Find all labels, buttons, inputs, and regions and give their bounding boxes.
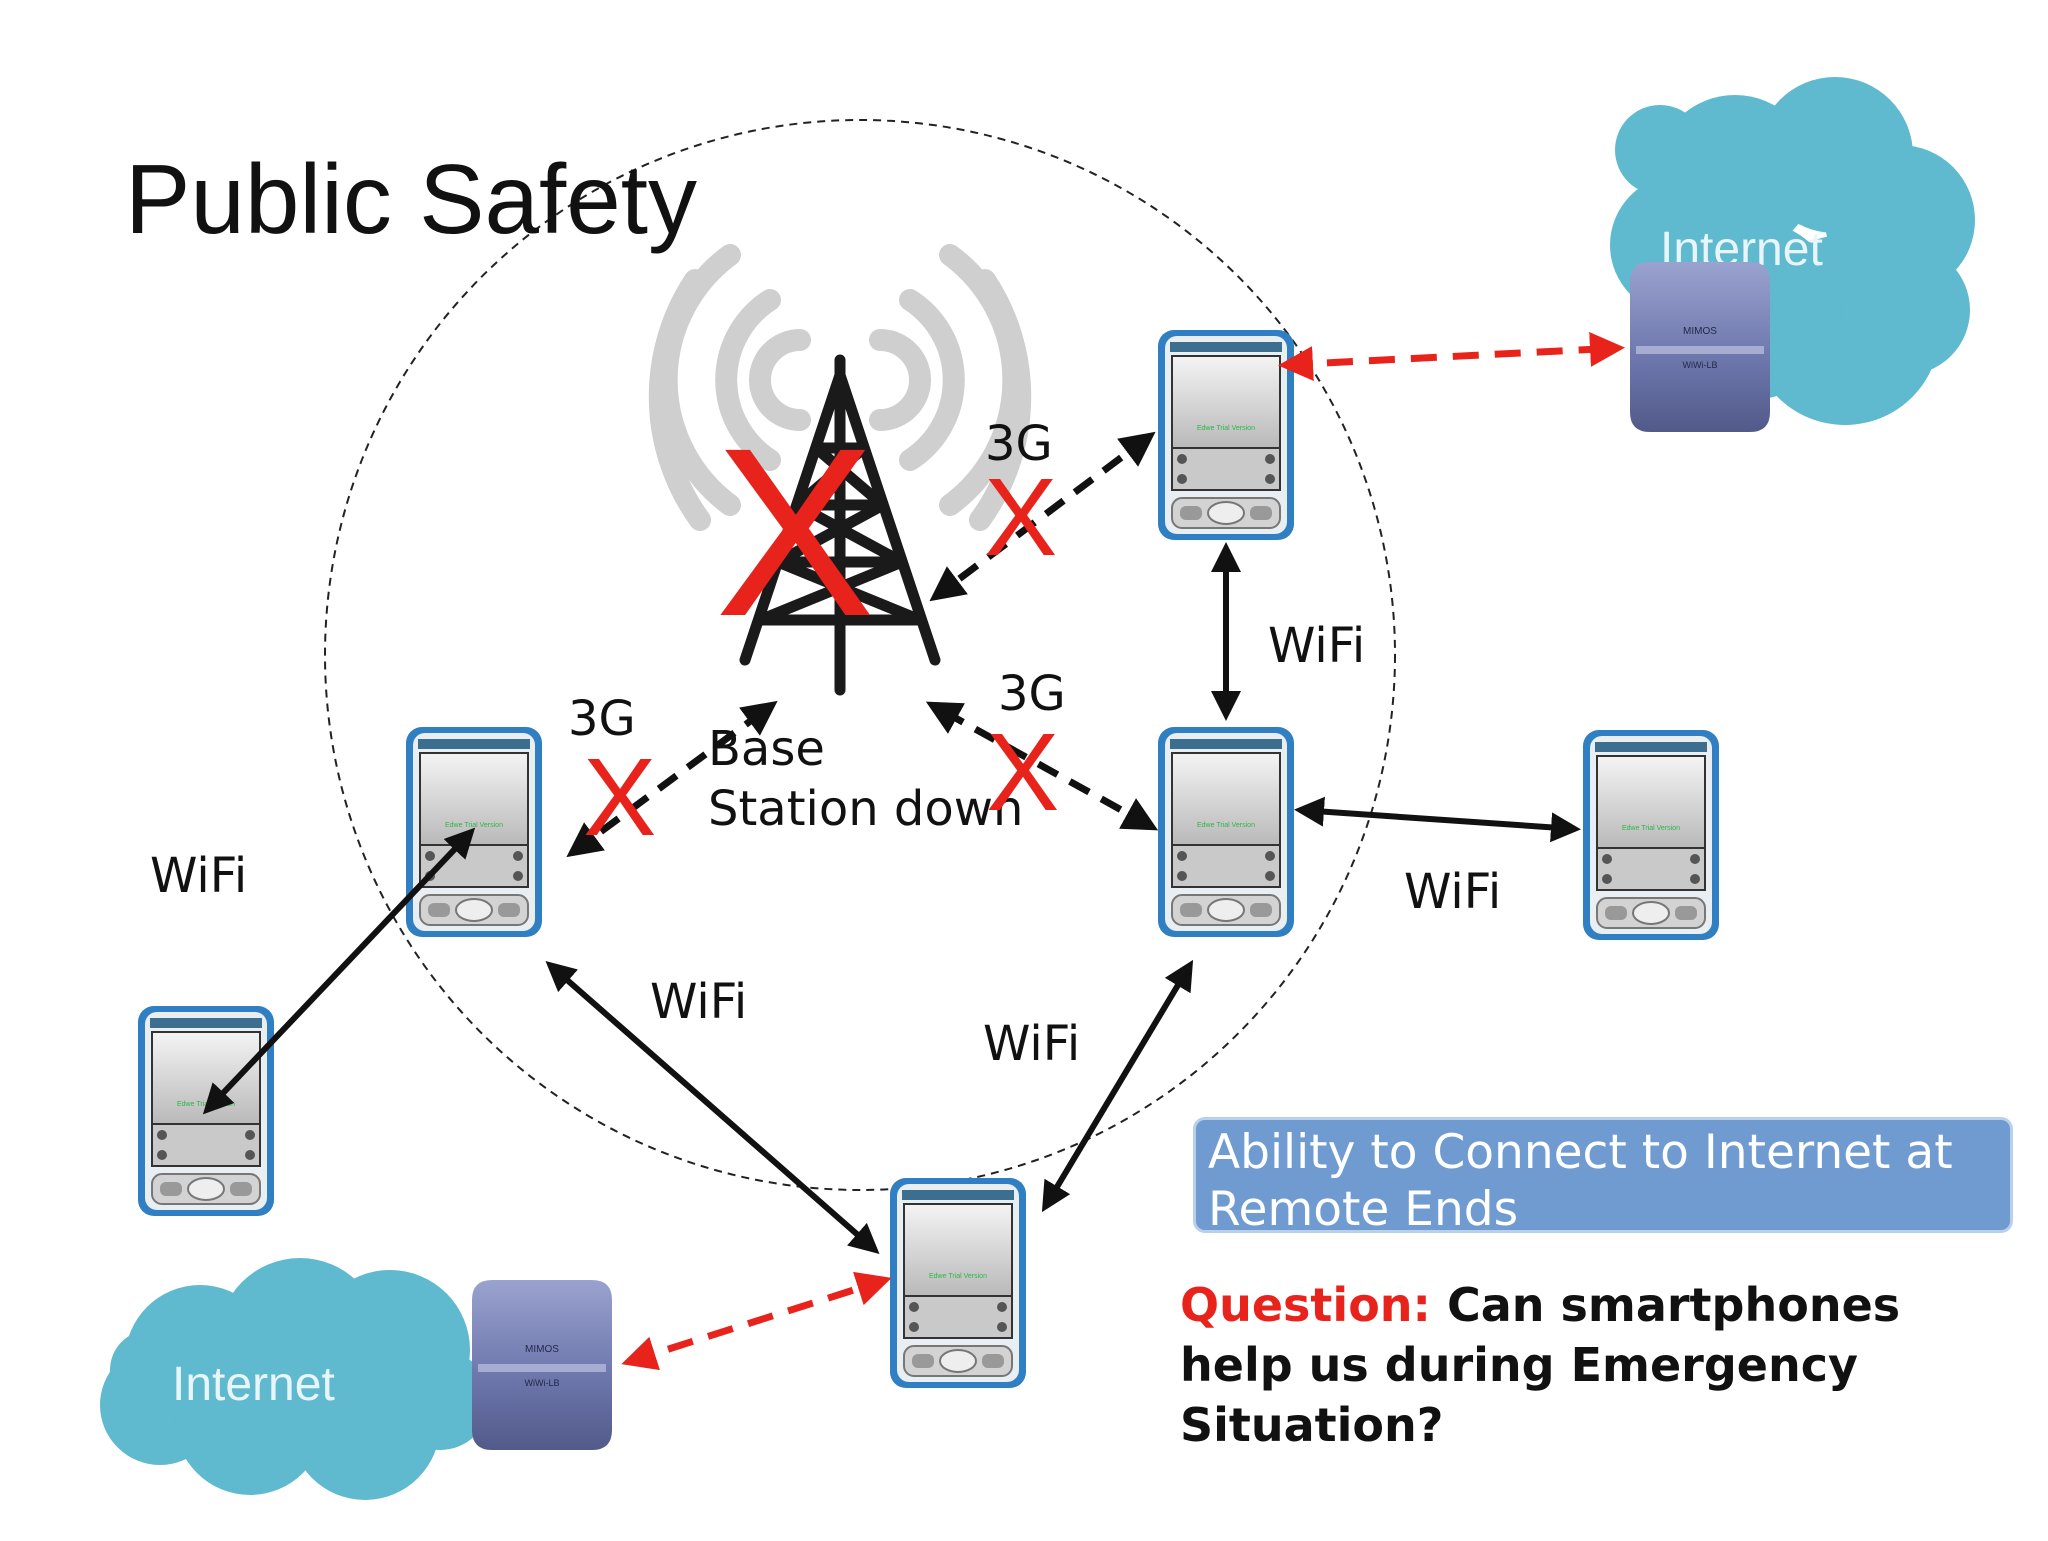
broken-mark-3g-left: X bbox=[583, 736, 656, 859]
label-wifi-left-bottom: WiFi bbox=[650, 974, 747, 1030]
slide-title: Public Safety bbox=[125, 144, 697, 254]
label-wifi-far-left: WiFi bbox=[150, 848, 247, 904]
base-station-label-line2: Station down bbox=[708, 781, 1023, 837]
link-wifi-left-to-bottom bbox=[545, 961, 880, 1254]
link-wifi-left-to-far-left bbox=[202, 827, 476, 1115]
broken-mark-3g-top: X bbox=[984, 456, 1057, 579]
router-top: MIMOS WiWi-LB bbox=[1630, 262, 1770, 432]
svg-text:WiWi-LB: WiWi-LB bbox=[525, 1378, 560, 1388]
pda-device-middle-right: Edwe Trial Version bbox=[1157, 726, 1295, 938]
link-internet-bottom bbox=[621, 1271, 892, 1371]
link-3g-left bbox=[566, 700, 778, 858]
base-station-label-line1: Base bbox=[708, 721, 825, 777]
callout-text: Ability to Connect to Internet at Remote… bbox=[1208, 1125, 1953, 1237]
pda-device-top-right: Edwe Trial Version bbox=[1157, 329, 1295, 541]
callout-box: Ability to Connect to Internet at Remote… bbox=[1193, 1117, 2013, 1237]
label-3g-top: 3G bbox=[985, 416, 1053, 472]
base-station-tower-icon bbox=[739, 354, 941, 696]
links-3g bbox=[566, 431, 1159, 858]
link-wifi-right bbox=[1294, 796, 1581, 843]
question-block: Question: Can smartphones help us during… bbox=[1180, 1275, 2020, 1455]
svg-text:Edwe Trial Version: Edwe Trial Version bbox=[929, 1273, 987, 1280]
pda-device-left: Edwe Trial Version bbox=[405, 726, 543, 938]
svg-text:Edwe Trial Version: Edwe Trial Version bbox=[1197, 425, 1255, 432]
svg-text:Edwe Trial Version: Edwe Trial Version bbox=[445, 822, 503, 829]
internet-label-bottom: Internet bbox=[172, 1358, 335, 1411]
broken-mark-3g-middle: X bbox=[986, 711, 1059, 834]
links-wifi bbox=[202, 542, 1581, 1254]
label-3g-middle: 3G bbox=[998, 666, 1066, 722]
pda-device-far-right: Edwe Trial Version bbox=[1582, 729, 1720, 941]
pda-device-bottom: Edwe Trial Version bbox=[889, 1177, 1027, 1389]
question-text: Can smartphones help us during Emergency… bbox=[1180, 1278, 1901, 1452]
links-internet bbox=[621, 331, 1625, 1371]
svg-text:Edwe Trial Version: Edwe Trial Version bbox=[1622, 825, 1680, 832]
label-wifi-bottom-middle: WiFi bbox=[983, 1016, 1080, 1072]
link-3g-middle-right bbox=[925, 701, 1159, 831]
label-3g-left: 3G bbox=[568, 691, 636, 747]
label-wifi-vertical: WiFi bbox=[1268, 618, 1365, 674]
link-internet-top bbox=[1278, 331, 1625, 382]
question-label: Question: bbox=[1180, 1278, 1431, 1332]
label-wifi-right: WiFi bbox=[1404, 864, 1501, 920]
pda-device-far-left: Edwe Trial Version bbox=[137, 1005, 275, 1217]
tower-down-mark: X bbox=[715, 398, 875, 666]
link-wifi-bottom-to-middle bbox=[1041, 959, 1194, 1213]
svg-text:MIMOS: MIMOS bbox=[1683, 326, 1717, 337]
svg-text:Edwe Trial Version: Edwe Trial Version bbox=[1197, 822, 1255, 829]
svg-text:MIMOS: MIMOS bbox=[525, 1344, 559, 1355]
router-bottom: MIMOS WiWi-LB bbox=[472, 1280, 612, 1450]
link-3g-top-right bbox=[929, 431, 1156, 602]
internet-cloud-bottom bbox=[100, 1258, 490, 1500]
svg-text:WiWi-LB: WiWi-LB bbox=[1683, 360, 1718, 370]
